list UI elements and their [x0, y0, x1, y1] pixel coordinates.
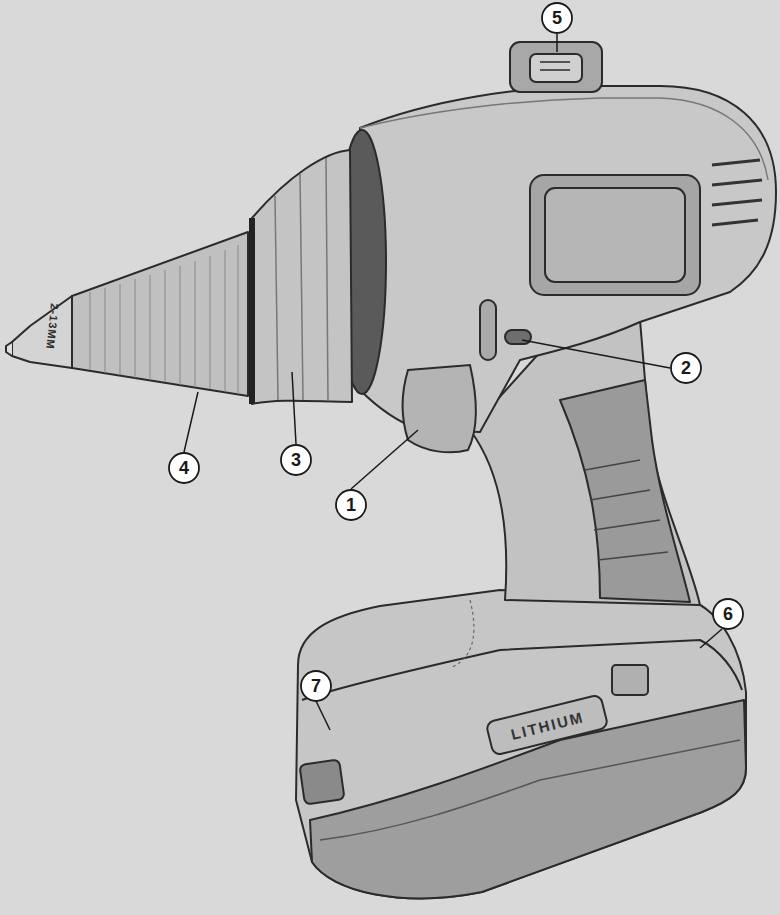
callout-number: 7	[311, 677, 321, 695]
callout-number: 4	[179, 459, 189, 477]
callout-number: 6	[723, 605, 733, 623]
direction-switch	[510, 42, 602, 92]
callout-circles-part	[336, 490, 366, 520]
callout-number: 2	[681, 359, 691, 377]
clutch-collar	[252, 150, 352, 404]
keyless-chuck-part	[90, 245, 238, 394]
drill-handle-part	[585, 460, 668, 560]
direction-switch-part	[530, 54, 582, 82]
battery-pack	[296, 590, 746, 898]
battery-pack-part	[302, 640, 742, 700]
battery-marking: LITHIUM	[509, 709, 585, 742]
callout-number: 1	[346, 496, 356, 514]
keyless-chuck	[6, 232, 248, 396]
callout-circles	[169, 3, 743, 701]
motor-housing-part	[530, 175, 700, 295]
trigger	[403, 365, 476, 452]
clutch-collar-part	[252, 150, 352, 404]
battery-pack-part	[486, 694, 609, 756]
callout-circles-part	[301, 671, 331, 701]
leader-lines-part	[184, 392, 198, 452]
leader-lines-part	[522, 340, 670, 368]
leader-lines-part	[316, 701, 330, 730]
keyless-chuck-part	[64, 232, 248, 396]
battery-pack-part	[612, 665, 648, 695]
clutch-collar-part	[249, 218, 255, 404]
clutch-collar-part	[275, 158, 328, 401]
battery-pack-part	[296, 590, 746, 898]
battery-pack-part	[450, 600, 474, 668]
direction-switch-part	[510, 42, 602, 92]
drill-handle-part	[560, 380, 690, 602]
keyless-chuck-part	[12, 296, 72, 368]
callout-circles-part	[671, 353, 701, 383]
leader-lines	[184, 34, 722, 730]
leader-lines-part	[292, 372, 296, 444]
callout-circles-part	[713, 599, 743, 629]
trigger-part	[403, 365, 476, 452]
keyless-chuck-part	[6, 342, 12, 356]
motor-housing-part	[545, 188, 685, 282]
chuck-marking: 2-13MM	[44, 302, 60, 349]
motor-housing-part	[712, 160, 762, 225]
callout-circles-part	[542, 3, 572, 33]
callout-number: 5	[552, 9, 562, 27]
leader-lines-part	[351, 430, 418, 489]
battery-pack-part	[299, 759, 344, 804]
leader-lines-part	[700, 629, 722, 648]
callout-circles-part	[169, 453, 199, 483]
motor-housing-part	[480, 300, 496, 360]
motor-housing-part	[505, 330, 531, 344]
battery-pack-part	[310, 700, 746, 898]
motor-housing-part	[360, 98, 768, 180]
callout-circles-part	[281, 445, 311, 475]
direction-switch-part	[540, 62, 570, 70]
callout-number: 3	[291, 451, 301, 469]
battery-pack-part	[320, 740, 740, 840]
leader-lines-part	[556, 34, 558, 52]
